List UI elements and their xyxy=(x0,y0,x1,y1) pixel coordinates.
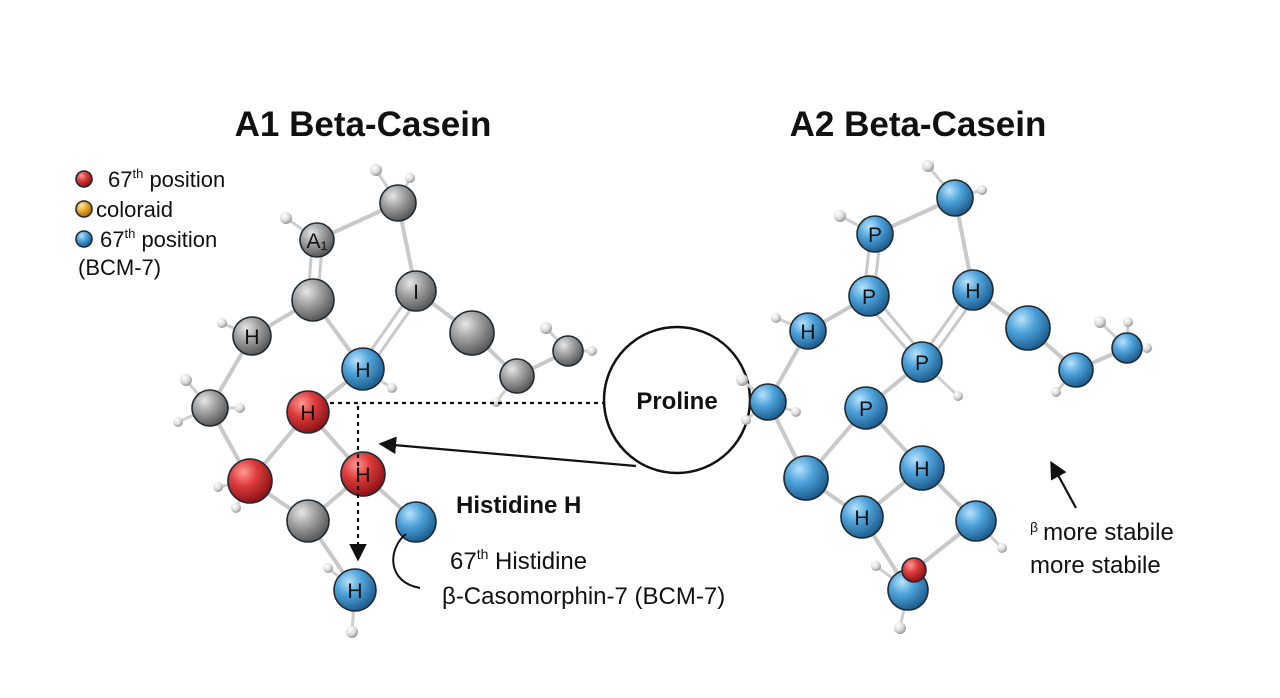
a2-blue-atom xyxy=(1005,305,1051,351)
legend-item-1: 67th position xyxy=(108,166,225,192)
a1-histidine-atom-red xyxy=(340,451,386,497)
a2-histidine-atom xyxy=(789,312,827,350)
a2-blue-atom xyxy=(783,455,829,501)
a1-carbon-atom xyxy=(499,358,535,394)
a2-proline-atom xyxy=(848,275,890,317)
a1-hydrogen-atoms xyxy=(173,164,597,638)
bcm-line-2: β-Casomorphin-7 (BCM-7) xyxy=(442,583,725,610)
histidine-letter: H xyxy=(914,458,929,481)
stability-arrow xyxy=(1050,460,1077,509)
a1-histidine-atom xyxy=(232,316,272,356)
histidine-letter: H xyxy=(244,326,259,349)
histidine-letter: H xyxy=(355,464,370,487)
a2-atom-letters: P H P H P P H H xyxy=(800,224,980,530)
a1-histidine-atom-red xyxy=(286,390,330,434)
a1-backbone-bonds xyxy=(208,201,570,592)
bcm-line-1: 67th Histidine xyxy=(450,546,587,575)
a2-histidine-atom xyxy=(840,495,884,539)
legend-item-4: (BCM-7) xyxy=(78,255,161,280)
proline-letter: P xyxy=(868,224,882,247)
a2-proline-atom xyxy=(844,386,888,430)
a2-blue-atom xyxy=(1111,332,1143,364)
a2-molecule: P H P H P P H H xyxy=(736,160,1152,634)
histidine-letter: H xyxy=(355,359,370,382)
a1-carbon-atom xyxy=(552,335,584,367)
a2-proline-atom xyxy=(901,341,943,383)
a2-blue-atom xyxy=(936,179,974,217)
a1-oxygen-atom-red xyxy=(227,458,273,504)
histidine-h-label: Histidine H xyxy=(456,492,581,519)
legend-item-3: 67th position xyxy=(100,226,217,252)
proline-label: Proline xyxy=(636,388,717,415)
legend: 67th position coloraid 67th position (BC… xyxy=(75,166,225,280)
proline-arrow xyxy=(378,436,637,468)
a1-label-atom xyxy=(299,222,335,258)
a1-dotted-connectors xyxy=(330,401,604,562)
a2-blue-atom xyxy=(955,500,997,542)
proline-letter: P xyxy=(915,352,929,375)
a1-histidine-atom-blue xyxy=(333,568,377,612)
histidine-letter: H xyxy=(347,580,362,603)
legend-item-2: coloraid xyxy=(96,197,173,222)
proline-letter: P xyxy=(862,286,876,309)
bcm-bracket xyxy=(392,533,421,589)
histidine-letter: H xyxy=(965,280,980,303)
a1-carbon-atom xyxy=(449,310,495,356)
isoleucine-letter: I xyxy=(413,281,419,304)
a1-carbon-atom xyxy=(191,389,229,427)
histidine-letter: H xyxy=(300,402,315,425)
a1-carbon-atom xyxy=(291,278,335,322)
a2-red-atom xyxy=(901,557,927,583)
a1-molecule: A₁ I H H H H H xyxy=(173,164,597,638)
legend-orange-swatch xyxy=(75,200,93,218)
a1-blue-atom xyxy=(395,501,437,543)
stability-line-2: more stabile xyxy=(1030,552,1161,579)
histidine-letter: H xyxy=(854,507,869,530)
a2-blue-atom xyxy=(749,383,787,421)
proline-letter: P xyxy=(859,398,873,421)
a2-histidine-atom xyxy=(952,269,994,311)
a1-atoms xyxy=(191,184,584,612)
a2-histidine-atom xyxy=(899,445,945,491)
a1-carbon-atom xyxy=(286,499,330,543)
a2-title: A2 Beta-Casein xyxy=(790,105,1047,144)
a2-atoms xyxy=(749,179,1143,611)
legend-red-swatch xyxy=(75,170,93,188)
a2-blue-atom xyxy=(1058,352,1094,388)
histidine-letter: H xyxy=(800,321,815,344)
a1-atom-letters: A₁ I H H H H H xyxy=(244,230,419,603)
a1-title: A1 Beta-Casein xyxy=(235,105,492,144)
bcm-labels: Histidine H 67th Histidine β-Casomorphin… xyxy=(392,492,725,610)
a1-atom-label: A₁ xyxy=(306,230,327,253)
legend-blue-swatch xyxy=(75,230,93,248)
a1-isoleucine-atom xyxy=(395,270,437,312)
a2-hydrogen-atoms xyxy=(736,160,1152,634)
a1-carbon-atom xyxy=(379,184,417,222)
a1-histidine-atom-blue xyxy=(341,347,385,391)
a2-proline-atom xyxy=(856,215,894,253)
